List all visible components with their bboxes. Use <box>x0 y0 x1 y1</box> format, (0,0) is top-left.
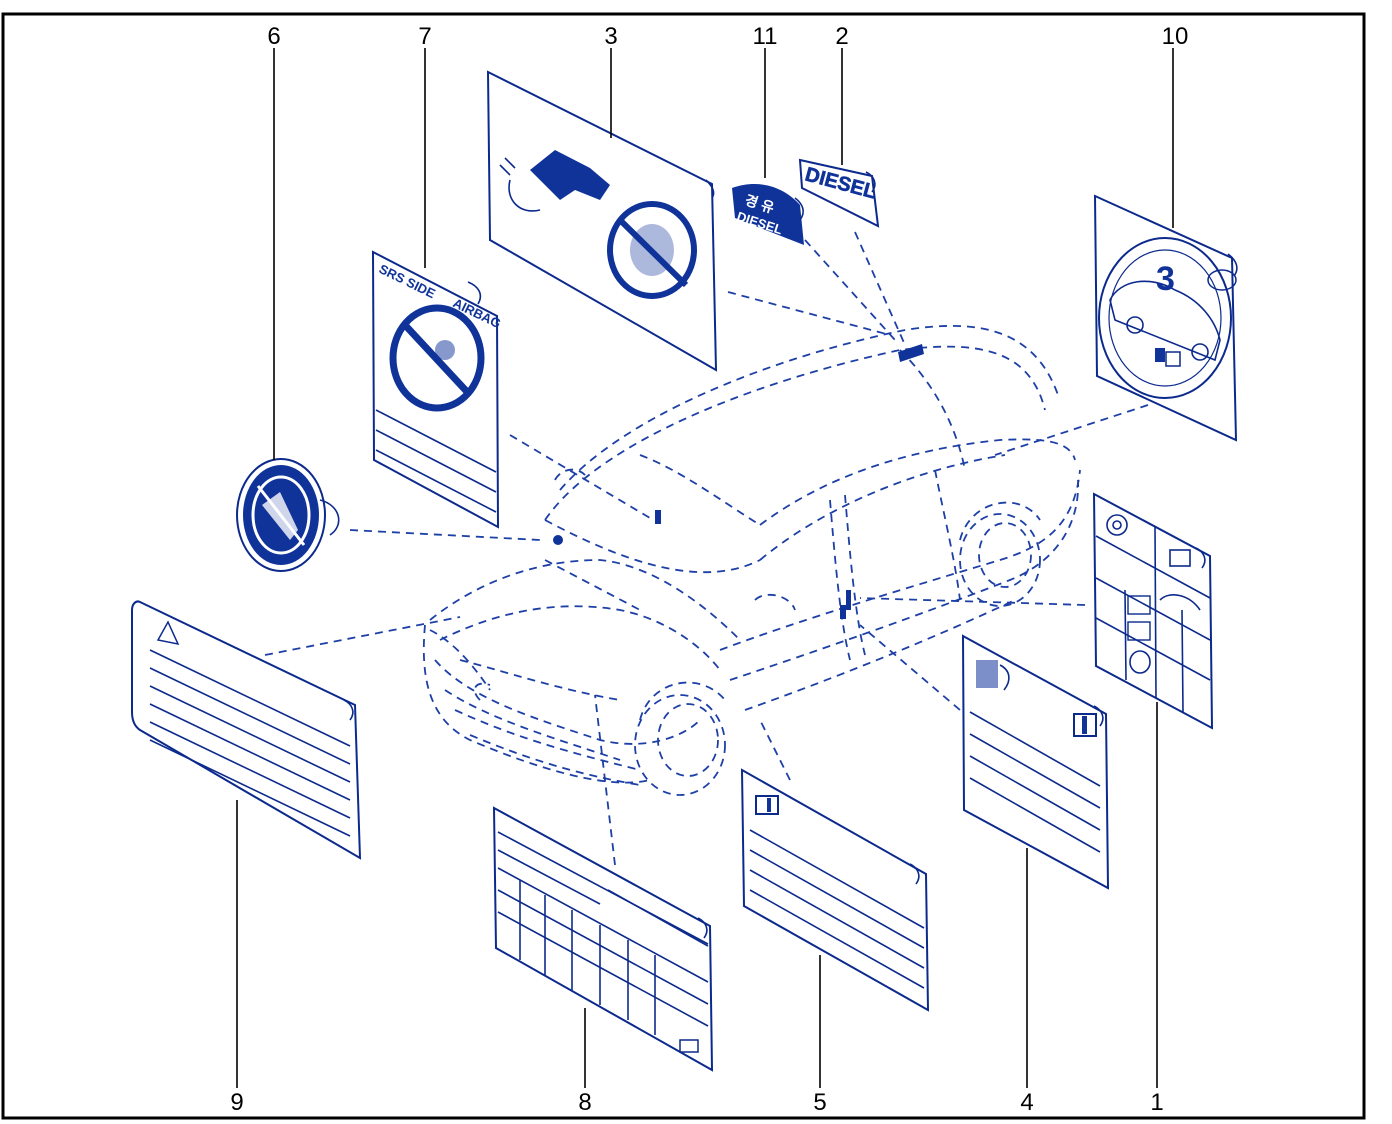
label-8-specification-table <box>492 806 714 1072</box>
label-5-info-card <box>740 768 930 1012</box>
callout-5: 5 <box>813 1089 826 1116</box>
label-1-tire-info <box>1092 492 1214 730</box>
label-3-airbag-warning <box>486 70 718 372</box>
diagram-border <box>1 12 1366 1120</box>
callout-11: 11 <box>753 23 778 50</box>
callout-8: 8 <box>578 1089 591 1116</box>
location-markers <box>553 344 924 619</box>
label-4-paint-card <box>961 634 1110 890</box>
label-9-warning-card <box>131 600 362 860</box>
callout-10: 10 <box>1162 23 1189 50</box>
callout-3: 3 <box>604 23 617 50</box>
callout-numbers: 6 7 3 11 2 10 9 8 5 4 1 <box>230 23 1188 1116</box>
label-11-korean-diesel: 경 유 DIESEL <box>732 184 804 245</box>
callout-4: 4 <box>1020 1089 1033 1116</box>
callout-1: 1 <box>1150 1089 1163 1116</box>
car-outline <box>422 325 1081 796</box>
callout-2: 2 <box>835 23 848 50</box>
callout-6: 6 <box>267 23 280 50</box>
callout-7: 7 <box>418 23 431 50</box>
pointer-lines <box>264 231 1149 866</box>
gear-number-text: 3 <box>1156 260 1175 298</box>
label-10-gear-dial: 3 <box>1093 194 1238 442</box>
label-6-seat-airbag <box>236 458 340 572</box>
warning-card-lines <box>149 649 351 837</box>
callout-9: 9 <box>230 1089 243 1116</box>
leader-lines <box>236 48 1174 1088</box>
label-2-diesel: DIESEL <box>798 158 880 228</box>
label-7-srs-side-airbag: SRS SIDE AIRBAG <box>371 250 503 529</box>
